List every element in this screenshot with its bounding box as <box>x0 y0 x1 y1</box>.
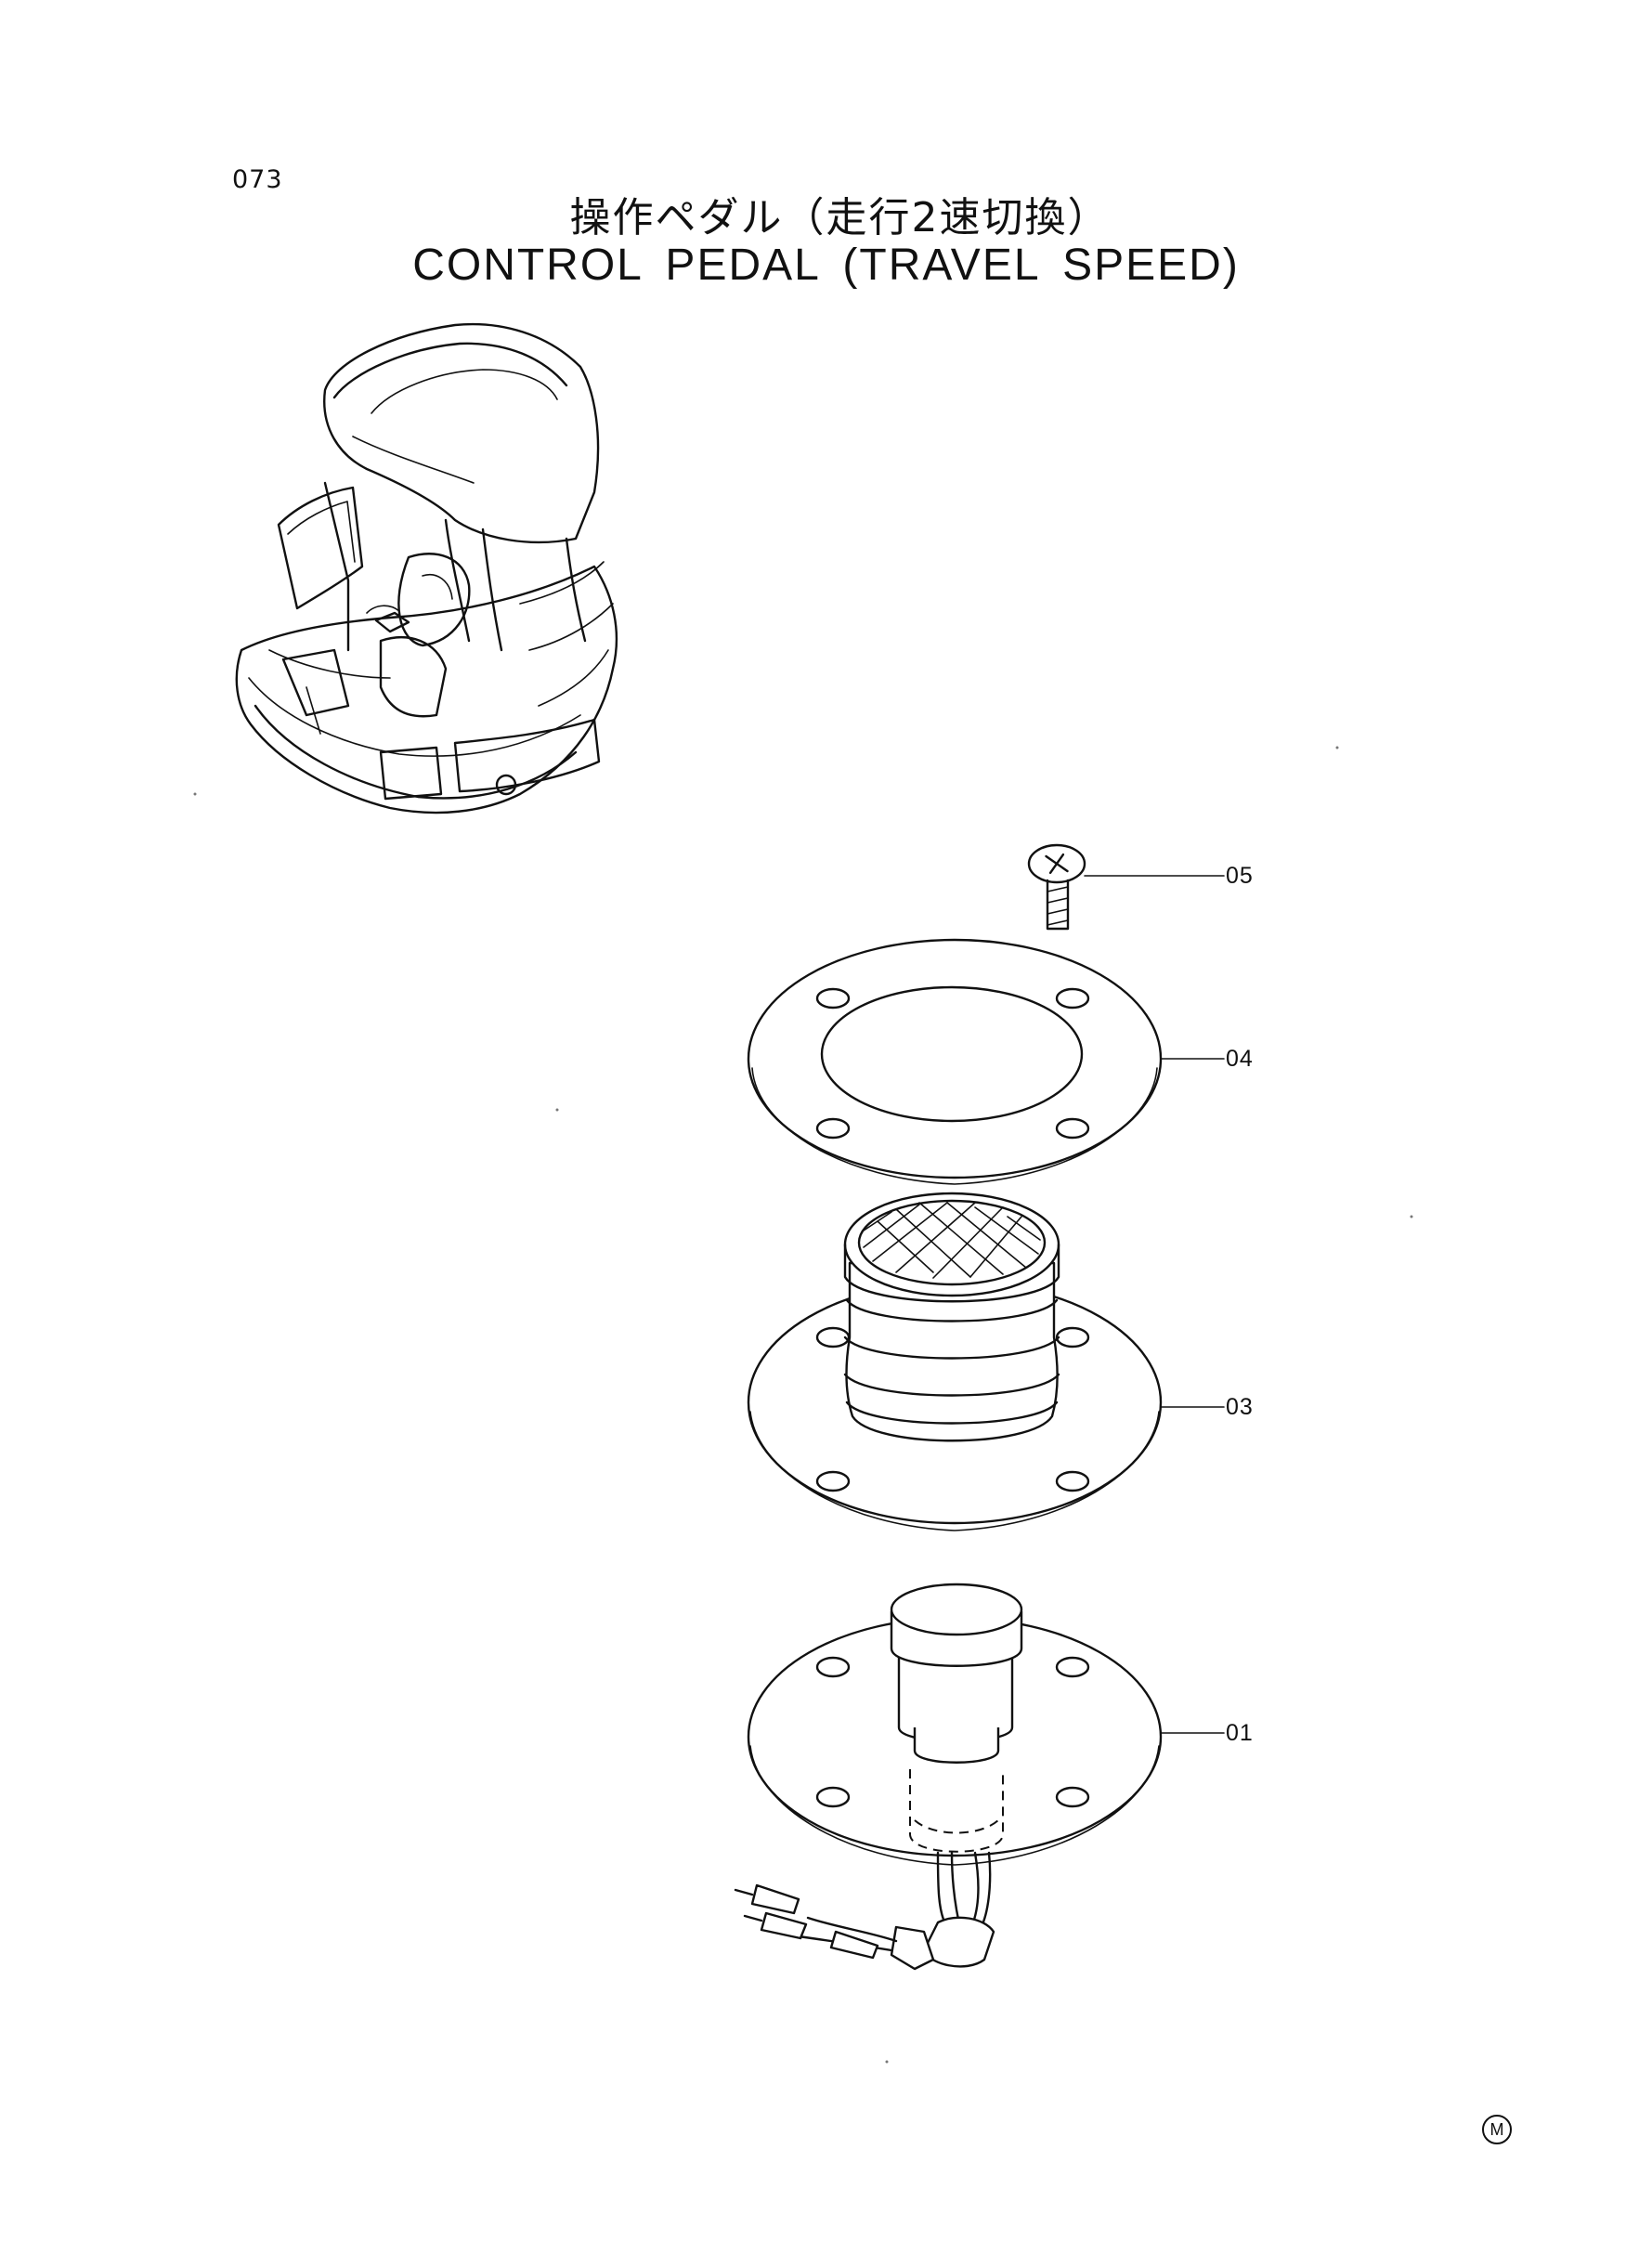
part-05-screw <box>1027 843 1086 931</box>
page-title-japanese: 操作ペダル（走行2速切換） <box>569 194 1111 241</box>
part-03-rubber-boot <box>747 1192 1163 1531</box>
part-04-cover-ring <box>747 938 1163 1185</box>
callout-04: 04 <box>1226 1046 1254 1072</box>
circled-m-mark: M <box>1482 2115 1512 2144</box>
scan-speckles <box>193 746 1413 2064</box>
part-01-pedal-switch <box>734 1583 1163 1971</box>
callout-03: 03 <box>1226 1394 1254 1420</box>
callout-05: 05 <box>1226 863 1254 889</box>
callout-01: 01 <box>1226 1720 1254 1746</box>
page-title-english: CONTROL PEDAL (TRAVEL SPEED) <box>412 241 1240 290</box>
excavator-cab-illustration <box>235 322 618 814</box>
page-number: 073 <box>232 165 283 194</box>
